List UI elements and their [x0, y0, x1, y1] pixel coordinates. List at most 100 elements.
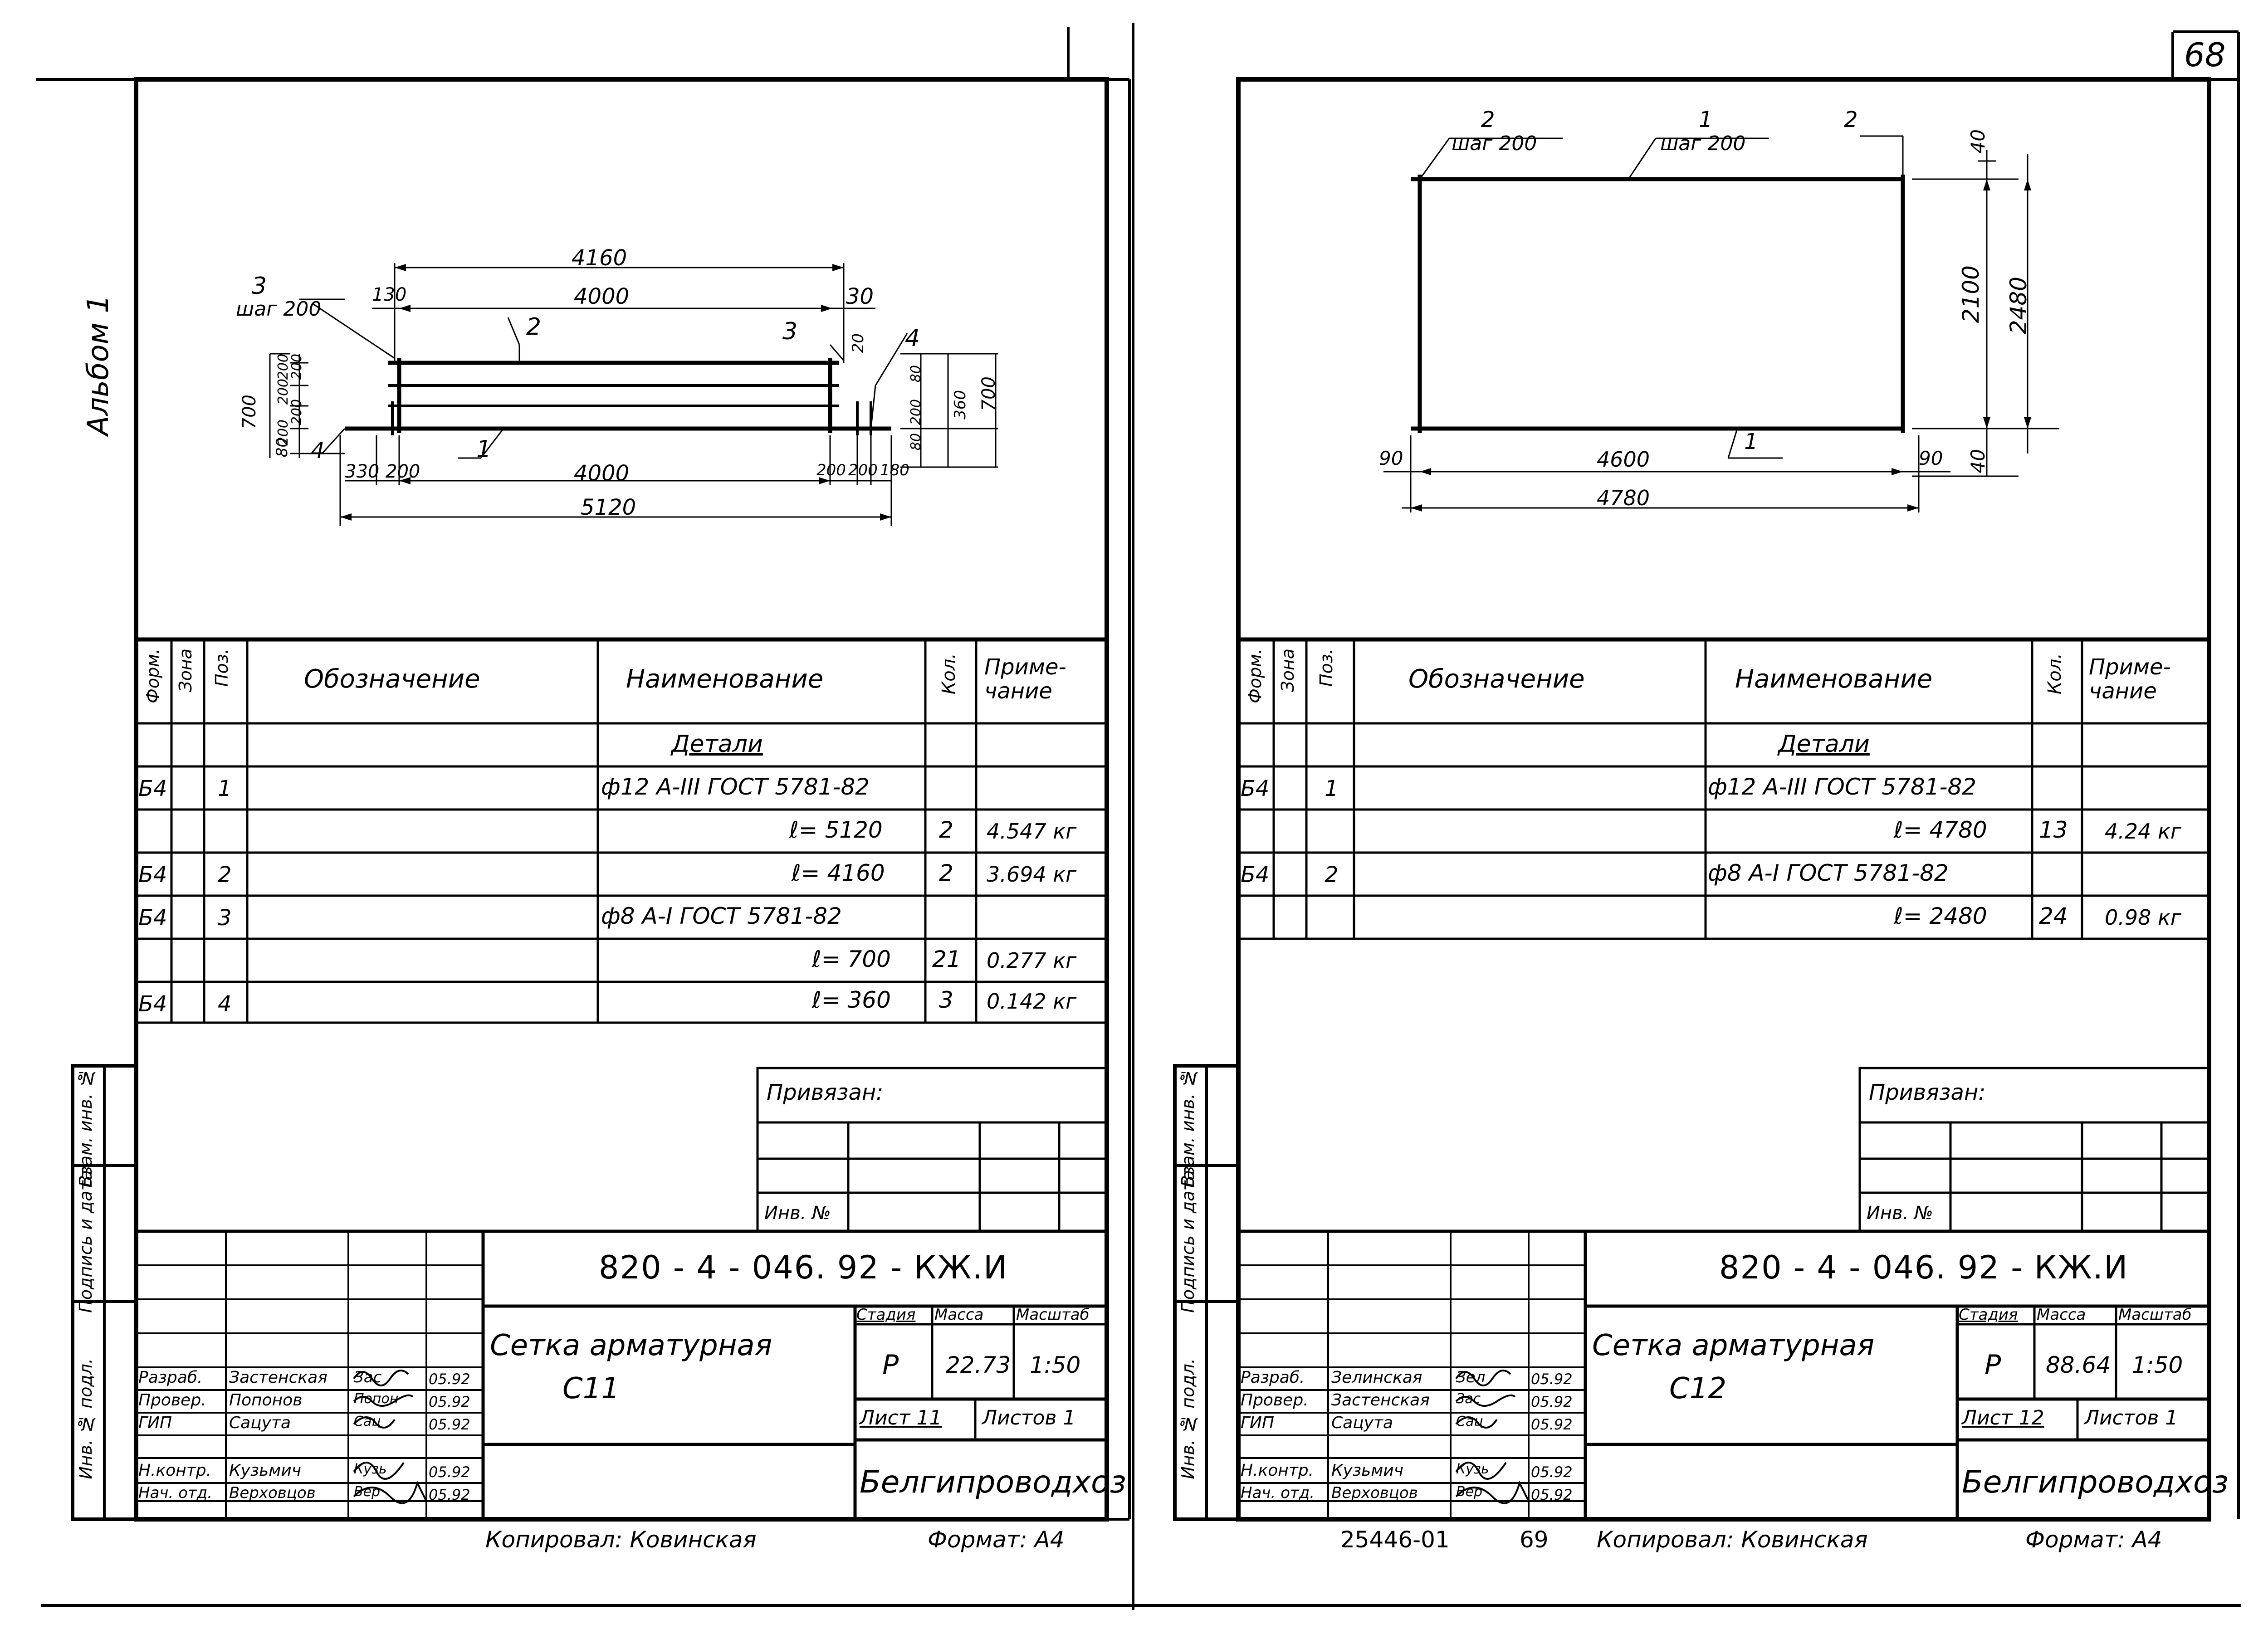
person-date: 05.92 — [1531, 1416, 1573, 1433]
side-label-inv-podl: Инв. № подл. — [1178, 1358, 1198, 1479]
album-label: Альбом 1 — [82, 295, 115, 436]
dim-label: 700 — [978, 376, 999, 411]
dim-label: 130 — [372, 284, 407, 305]
position-callout: 4 — [311, 438, 325, 463]
dim-label: 180 — [880, 461, 909, 479]
dim-label: 4000 — [574, 284, 630, 309]
dim-label: 80 — [908, 365, 924, 383]
spec-row-pos: 1 — [1325, 776, 1339, 801]
spec-row-name: ф12 А-III ГОСТ 5781-82 — [601, 774, 870, 800]
person-name: Кузьмич — [1331, 1461, 1404, 1480]
dim-label: 4600 — [1597, 447, 1650, 472]
position-callout: 1 — [476, 436, 492, 463]
spec-row-note: 4.24 кг — [2105, 819, 2181, 844]
sheet-number: Лист 11 — [860, 1406, 942, 1429]
position-callout: 2 — [526, 313, 542, 341]
person-date: 05.92 — [429, 1393, 470, 1410]
person-date: 05.92 — [1531, 1371, 1573, 1388]
person-name: Верховцов — [1331, 1484, 1418, 1502]
dim-label: 200 — [908, 399, 924, 425]
scale-label: Масштаб — [1016, 1306, 1090, 1324]
person-signature: Попон — [354, 1391, 399, 1407]
drawing-subtitle: С11 — [562, 1372, 620, 1405]
spec-header-name: Наименование — [1735, 664, 1933, 694]
spec-row-name: ℓ= 700 — [812, 946, 891, 972]
stage-value: Р — [882, 1349, 899, 1381]
sheets-total: Листов 1 — [982, 1406, 1076, 1429]
person-signature: Зас — [1456, 1391, 1481, 1407]
dim-label: 40 — [1967, 129, 1989, 154]
copied-by: Копировал: Ковинская — [1597, 1527, 1868, 1553]
person-date: 05.92 — [429, 1416, 470, 1433]
position-callout: 1 — [1699, 107, 1713, 132]
dim-label: 200 — [275, 379, 291, 405]
spec-header-qty: Кол. — [938, 653, 959, 695]
spec-row-name: ℓ= 360 — [812, 987, 891, 1013]
dim-label: 5120 — [581, 495, 636, 520]
spec-row-name: ф8 А-I ГОСТ 5781-82 — [1708, 860, 1949, 886]
spec-row-qty: 2 — [939, 817, 953, 843]
pitch-label: шаг 200 — [1452, 132, 1537, 155]
person-signature: Кузь — [1456, 1461, 1489, 1477]
spec-row-note: 0.142 кг — [987, 989, 1077, 1014]
spec-header-zone: Зона — [1278, 649, 1298, 692]
person-signature: Зел — [1456, 1368, 1486, 1386]
inventory-number-label: Инв. № — [1867, 1203, 1933, 1224]
spec-row-qty: 3 — [939, 987, 953, 1013]
dim-label: 2100 — [1958, 265, 1984, 323]
spec-row-name: ф8 А-I ГОСТ 5781-82 — [601, 903, 842, 929]
paper-format: Формат: А4 — [2025, 1527, 2162, 1553]
person-role: ГИП — [1241, 1414, 1275, 1432]
spec-row-pos: 2 — [218, 862, 232, 888]
spec-row-format: Б4 — [1241, 776, 1270, 801]
spec-group-title: Детали — [671, 731, 763, 758]
spec-row-name: ℓ= 5120 — [789, 817, 883, 843]
spec-row-pos: 1 — [218, 776, 232, 801]
person-role: Провер. — [138, 1391, 206, 1410]
mass-value: 22.73 — [946, 1352, 1011, 1378]
dim-label: 4160 — [572, 245, 627, 271]
person-signature: Сац — [354, 1414, 381, 1429]
scale-value: 1:50 — [2132, 1352, 2183, 1378]
dim-label: 80 — [273, 438, 291, 458]
position-callout: 1 — [1744, 429, 1758, 454]
position-callout: 3 — [252, 273, 267, 300]
mass-label: Масса — [934, 1306, 984, 1324]
pitch-label: шаг 200 — [236, 298, 322, 321]
dim-label: 2480 — [2005, 277, 2032, 335]
person-role: Разраб. — [138, 1368, 203, 1387]
spec-row-format: Б4 — [138, 776, 167, 801]
dim-label: 30 — [846, 284, 874, 309]
person-role: Нач. отд. — [138, 1484, 213, 1502]
spec-group-title: Детали — [1778, 731, 1870, 758]
position-callout: 2 — [1844, 107, 1858, 132]
spec-row-format: Б4 — [138, 991, 167, 1017]
dim-label: 200 — [816, 461, 846, 479]
side-label-signature-date: Подпись и дата — [76, 1170, 96, 1313]
dim-label: 20 — [849, 333, 867, 353]
scale-value: 1:50 — [1030, 1352, 1081, 1378]
side-label-vzam-inv: Взам. инв. № — [76, 1068, 96, 1187]
inventory-number-label: Инв. № — [764, 1203, 831, 1224]
document-code: 820 - 4 - 046. 92 - КЖ.И — [1719, 1249, 2129, 1286]
spec-row-pos: 3 — [218, 905, 232, 931]
spec-header-pos: Поз. — [212, 649, 232, 687]
dim-label: 700 — [239, 395, 260, 429]
privyazan-label: Привязан: — [767, 1080, 884, 1105]
drawing-subtitle: С12 — [1669, 1372, 1727, 1405]
spec-row-name: ℓ= 2480 — [1894, 903, 1987, 929]
person-role: Н.контр. — [138, 1461, 212, 1480]
pitch-label: шаг 200 — [1660, 132, 1746, 155]
spec-row-qty: 13 — [2039, 817, 2068, 843]
spec-row-qty: 21 — [932, 946, 961, 972]
spec-row-pos: 4 — [218, 991, 232, 1017]
spec-row-note: 3.694 кг — [987, 862, 1077, 887]
position-callout: 2 — [1481, 107, 1495, 132]
dim-label: 4000 — [574, 461, 630, 486]
person-signature: Сац — [1456, 1414, 1483, 1429]
dim-label: 90 — [1919, 447, 1943, 469]
person-name: Кузьмич — [229, 1461, 302, 1480]
mass-value: 88.64 — [2046, 1352, 2111, 1378]
page-number: 68 — [2184, 36, 2226, 74]
drawing-title: Сетка арматурная — [1592, 1329, 1875, 1362]
